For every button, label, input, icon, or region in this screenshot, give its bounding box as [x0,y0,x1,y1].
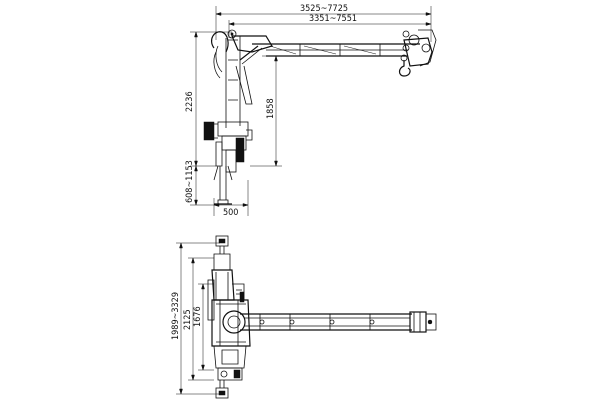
top-view: 1989~3329 2125 1676 [171,235,437,399]
dim-boom-height: 1858 [250,55,282,167]
dim-boom-reach-label: 3351~7551 [309,14,357,24]
crane-mast [203,29,273,205]
dim-leg-height: 608~1153 [185,160,216,206]
dim-base-width-label: 500 [223,208,238,218]
dim-total-height-label: 2236 [185,91,195,112]
dim-base-b-label: 1676 [193,306,203,327]
dim-outrigger-span: 1989~3329 [171,242,220,395]
dim-total-height: 2236 [185,31,232,167]
dim-boom-reach: 3351~7551 [228,14,432,38]
dim-base-a-label: 2125 [183,309,193,330]
dim-outrigger-span-label: 1989~3329 [171,292,181,340]
dim-base-width: 500 [213,180,249,218]
crane-boom [252,29,437,77]
dim-overall-reach-label: 3525~7725 [300,4,348,14]
crane-base-top [207,253,251,381]
outrigger-pads [215,235,229,399]
dim-boom-height-label: 1858 [266,98,276,119]
side-view: 3525~7725 3351~7551 2236 608~1153 [185,4,437,218]
crane-boom-top [240,311,437,333]
dim-base-b: 1676 [193,283,214,371]
dim-base-a: 2125 [183,257,214,381]
dim-leg-height-label: 608~1153 [185,160,195,203]
